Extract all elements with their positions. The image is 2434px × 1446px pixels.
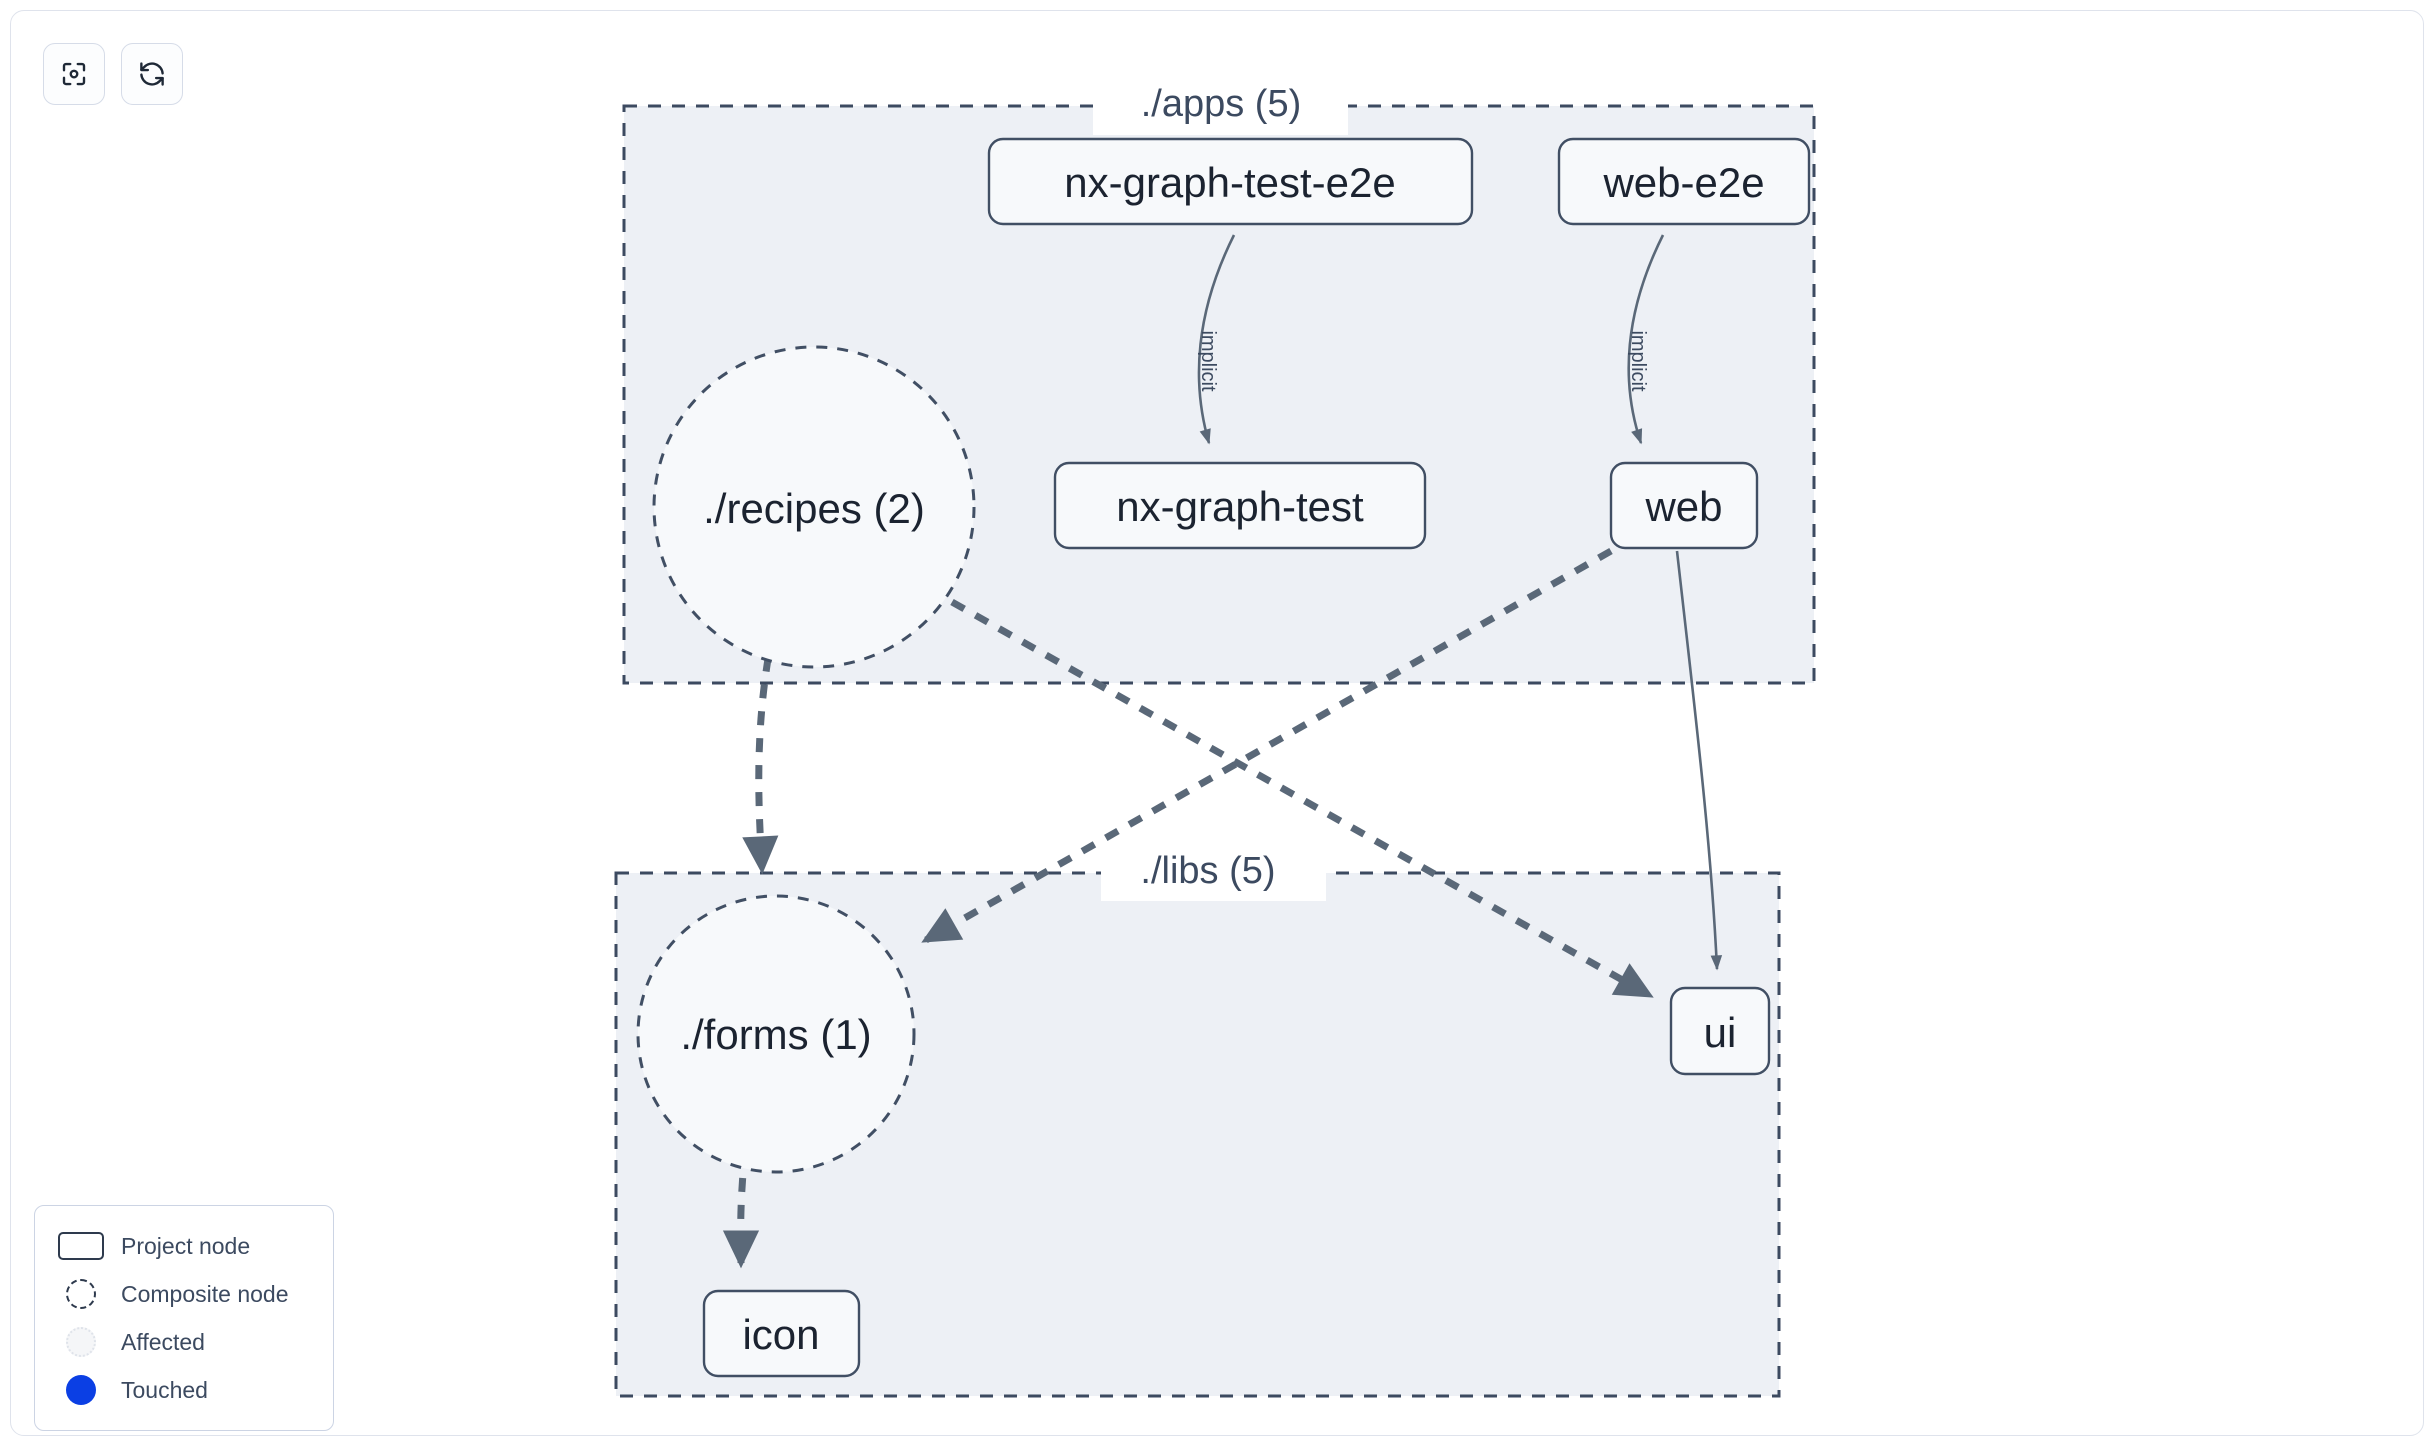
node-ui-label: ui [1704, 1009, 1737, 1056]
node-icon-label: icon [742, 1311, 819, 1358]
node-recipes-label: ./recipes (2) [703, 485, 925, 532]
group-libs-label: ./libs (5) [1140, 850, 1275, 892]
graph-legend: Project node Composite node Affected Tou… [34, 1205, 334, 1431]
group-libs-label-bg [1101, 841, 1326, 901]
node-nx-graph-test-box [1053, 461, 1427, 550]
graph-edges: implicit implicit [722, 234, 1723, 1269]
refresh-icon [137, 59, 167, 89]
project-node-swatch [57, 1232, 105, 1260]
project-graph-canvas[interactable]: ./apps (5) ./libs (5) implicit implicit [11, 11, 2425, 1437]
node-nx-graph-test-label: nx-graph-test [1116, 483, 1364, 530]
edge-label-implicit-2: implicit [1627, 330, 1649, 392]
node-ui[interactable]: ui [1669, 986, 1771, 1076]
group-apps-label: ./apps (5) [1141, 83, 1302, 125]
node-web-e2e[interactable]: web-e2e [1557, 137, 1811, 226]
edge-label-implicit-1: implicit [1197, 330, 1219, 392]
edge-web-to-forms [921, 547, 1613, 944]
node-web[interactable]: web [1609, 461, 1759, 550]
node-icon[interactable]: icon [702, 1289, 861, 1378]
node-web-e2e-box [1557, 137, 1811, 226]
node-nx-graph-test-e2e-box [987, 137, 1474, 226]
legend-label-affected: Affected [121, 1328, 205, 1355]
graph-toolbar [43, 43, 183, 105]
node-nx-graph-test-e2e[interactable]: nx-graph-test-e2e [987, 137, 1474, 226]
node-ui-box [1669, 986, 1771, 1076]
legend-label-project-node: Project node [121, 1232, 251, 1259]
node-web-e2e-label: web-e2e [1602, 159, 1764, 206]
legend-item-affected: Affected [57, 1318, 315, 1366]
node-nx-graph-test[interactable]: nx-graph-test [1053, 461, 1427, 550]
edge-web-to-ui [1675, 550, 1723, 971]
affected-swatch [57, 1327, 105, 1357]
legend-item-project-node: Project node [57, 1222, 315, 1270]
edge-web-e2e-to-web [1627, 234, 1665, 445]
composite-node-swatch [57, 1279, 105, 1309]
node-forms-circle [636, 894, 916, 1174]
legend-label-composite-node: Composite node [121, 1280, 289, 1307]
legend-item-touched: Touched [57, 1366, 315, 1414]
touched-swatch [57, 1375, 105, 1405]
group-apps-label-bg [1093, 73, 1348, 135]
graph-nodes: nx-graph-test-e2e web-e2e ./recipes (2) … [636, 137, 1811, 1378]
node-nx-graph-test-e2e-label: nx-graph-test-e2e [1064, 159, 1396, 206]
node-icon-box [702, 1289, 861, 1378]
focus-graph-button[interactable] [43, 43, 105, 105]
node-recipes-circle [652, 345, 976, 669]
node-forms[interactable]: ./forms (1) [636, 894, 916, 1174]
legend-item-composite-node: Composite node [57, 1270, 315, 1318]
node-web-box [1609, 461, 1759, 550]
refresh-graph-button[interactable] [121, 43, 183, 105]
edge-recipes-to-forms [742, 630, 779, 875]
node-forms-label: ./forms (1) [680, 1011, 871, 1058]
legend-label-touched: Touched [121, 1376, 208, 1403]
focus-target-icon [59, 59, 89, 89]
node-web-label: web [1644, 483, 1722, 530]
graph-panel: ./apps (5) ./libs (5) implicit implicit [10, 10, 2424, 1436]
edge-nx-graph-test-e2e-to-nx-graph-test [1197, 234, 1236, 445]
node-recipes[interactable]: ./recipes (2) [652, 345, 976, 669]
